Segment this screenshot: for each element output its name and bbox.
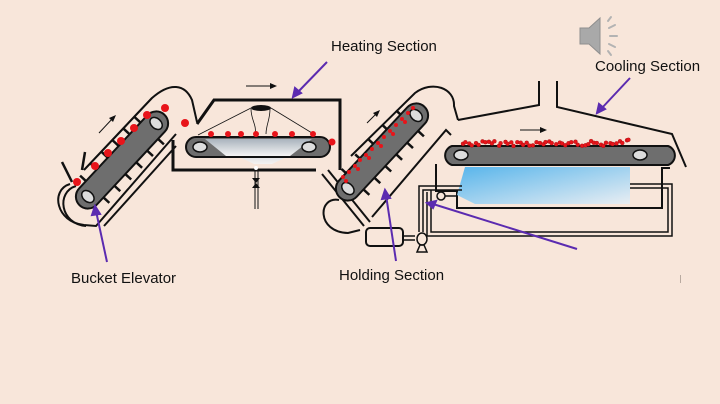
cooling-chamber [435,164,670,209]
flow-arrow-icon [246,83,277,89]
product-particle [573,139,578,144]
product-particles [460,137,631,149]
bucket-elevator [57,86,198,228]
product-particles [341,106,415,183]
product-particle [530,143,536,148]
arrowhead [291,86,303,99]
holding-housing [322,85,459,235]
bucket-elevator-label: Bucket Elevator [71,270,177,287]
cooling-hood [457,81,687,168]
spray-lines [197,107,313,136]
pointer-arrow-cooling [600,77,631,110]
pump-icon [415,232,429,253]
coolant-piping [418,183,673,237]
heating-chamber [171,98,342,172]
elevator-belt [74,110,170,210]
flow-arrow-icon [98,115,116,134]
product-particle [549,140,554,146]
product-particle [511,143,516,149]
pointer-arrow-coolant [432,203,578,250]
product-particle [543,139,548,145]
product-particle [463,140,468,145]
heating-section-label: Heating Section [331,38,437,55]
cursor-marker [680,275,681,283]
heating-belt [185,136,331,158]
housing-wall [83,97,153,171]
product-particle [594,140,599,146]
flow-arrow-icon [366,110,380,124]
pointer-arrow-bucket [95,210,108,263]
product-particle [569,140,574,145]
arrowhead [90,203,102,217]
holding-section [321,85,459,253]
arrowhead [595,102,607,115]
product-particle [626,137,631,142]
product-particle [575,142,580,147]
product-particle [620,140,625,146]
cooling-section-label: Cooling Section [595,58,701,75]
housing-wall [103,145,177,227]
flow-arrow-icon [520,127,547,133]
pointer-arrow-heating [296,61,328,94]
product-particle [492,139,497,144]
cooling-air [457,167,630,204]
product-particle [505,141,510,146]
arrowhead [380,187,392,201]
holding-section-label: Holding Section [339,267,445,284]
product-particle [554,142,559,147]
product-particle [610,141,615,147]
product-particle [520,142,526,148]
product-particle [586,142,591,147]
product-particle [469,143,474,148]
cooling-belt [444,145,676,166]
pointer-arrow-holding [385,194,397,262]
product-particle [498,141,503,146]
product-particle [476,142,481,148]
cooling-section [418,81,687,237]
product-particle [524,140,529,145]
product-particle [563,143,568,148]
fan-icon [436,191,446,201]
holding-belt [334,102,430,202]
product-particle [601,143,606,148]
speaker-icon[interactable] [579,16,618,56]
arrowhead [424,199,438,210]
bucket-elevator-boot [62,185,87,227]
inlet-chute [80,151,87,171]
inlet-chute [60,161,74,183]
heating-section [171,83,342,209]
pointer-arrows [90,61,631,263]
product-particle [614,141,619,146]
product-particle [534,140,539,145]
holding-tank [365,227,404,247]
product-particles [73,104,189,186]
spray-nozzle-icon [251,105,271,111]
product-particles [208,131,336,146]
product-particle [509,140,514,145]
product-particle [603,140,609,145]
drain-valve-icon [252,166,260,209]
